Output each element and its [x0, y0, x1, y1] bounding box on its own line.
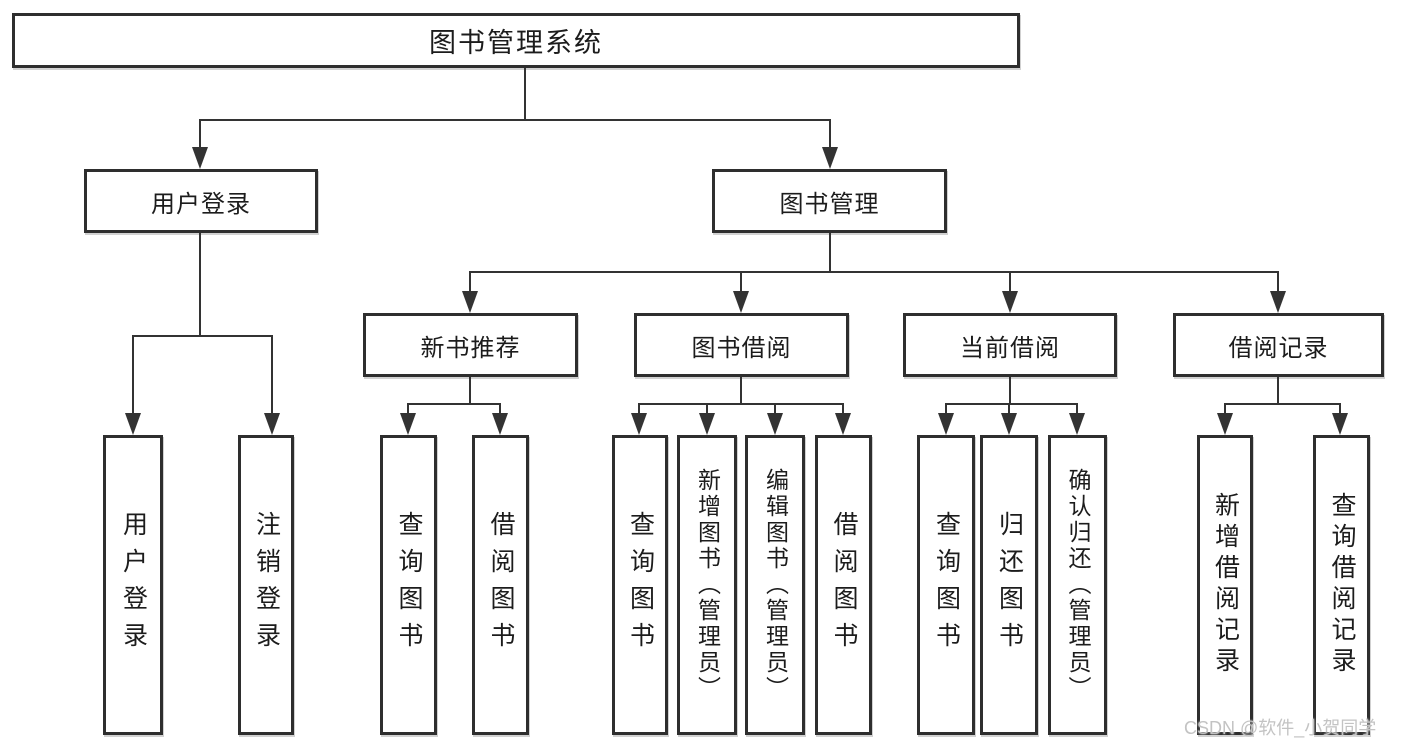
- leaf-return-books: 归还图书: [980, 435, 1038, 735]
- node-label: 借阅记录: [1228, 334, 1329, 362]
- node-label: 新书推荐: [420, 334, 521, 362]
- connector-line: [132, 335, 134, 415]
- node-book-borrowing: 图书借阅: [634, 313, 849, 377]
- connector-line: [407, 403, 501, 405]
- connector-line: [706, 403, 708, 415]
- connector-line: [199, 119, 201, 150]
- connector-line: [829, 119, 831, 150]
- node-current-borrowing: 当前借阅: [903, 313, 1117, 377]
- leaf-borrow-books-recommend: 借阅图书: [472, 435, 529, 735]
- leaf-add-borrow-record: 新增借阅记录: [1197, 435, 1253, 735]
- connector-line: [1277, 271, 1279, 293]
- arrow-down-icon: [400, 413, 416, 435]
- connector-line: [1008, 403, 1010, 415]
- arrow-down-icon: [1270, 291, 1286, 313]
- leaf-logout: 注销登录: [238, 435, 294, 735]
- connector-line: [132, 335, 273, 337]
- arrow-down-icon: [699, 413, 715, 435]
- connector-line: [1277, 377, 1279, 404]
- arrow-down-icon: [1002, 291, 1018, 313]
- connector-line: [407, 403, 409, 415]
- connector-line: [1224, 403, 1226, 415]
- arrow-down-icon: [822, 147, 838, 169]
- connector-line: [199, 233, 201, 336]
- arrow-down-icon: [1217, 413, 1233, 435]
- connector-line: [499, 403, 501, 415]
- connector-line: [199, 119, 831, 121]
- node-label: 用户登录: [119, 511, 148, 659]
- watermark: CSDN @软件_小贺同学: [1184, 718, 1377, 738]
- connector-line: [774, 403, 776, 415]
- node-label: 查询借阅记录: [1328, 492, 1356, 678]
- node-label: 查询图书: [626, 511, 655, 659]
- connector-line: [1009, 271, 1011, 293]
- node-label: 注销登录: [252, 511, 281, 659]
- node-label: 确认归还（管理员）: [1065, 468, 1091, 702]
- node-label: 图书借阅: [691, 334, 792, 362]
- arrow-down-icon: [462, 291, 478, 313]
- arrow-down-icon: [1001, 413, 1017, 435]
- arrow-down-icon: [125, 413, 141, 435]
- node-label: 用户登录: [151, 190, 251, 218]
- connector-line: [524, 68, 526, 120]
- connector-line: [1339, 403, 1341, 415]
- arrow-down-icon: [1069, 413, 1085, 435]
- connector-line: [945, 403, 1078, 405]
- arrow-down-icon: [835, 413, 851, 435]
- arrow-down-icon: [631, 413, 647, 435]
- node-label: 借阅图书: [830, 511, 858, 659]
- leaf-query-books-borrowing: 查询图书: [612, 435, 668, 735]
- connector-line: [829, 233, 831, 272]
- node-label: 借阅图书: [487, 511, 515, 659]
- node-user-login: 用户登录: [84, 169, 318, 233]
- arrow-down-icon: [733, 291, 749, 313]
- node-label: 图书管理: [779, 190, 880, 218]
- connector-line: [638, 403, 844, 405]
- node-label: 编辑图书（管理员）: [762, 468, 789, 702]
- node-label: 新增图书（管理员）: [694, 468, 721, 702]
- node-label: 图书管理系统: [429, 28, 603, 58]
- connector-line: [271, 335, 273, 415]
- arrow-down-icon: [938, 413, 954, 435]
- leaf-edit-books-admin: 编辑图书（管理员）: [745, 435, 805, 735]
- leaf-query-borrow-record: 查询借阅记录: [1313, 435, 1370, 735]
- arrow-down-icon: [767, 413, 783, 435]
- leaf-borrow-books: 借阅图书: [815, 435, 872, 735]
- leaf-confirm-return-admin: 确认归还（管理员）: [1048, 435, 1107, 735]
- arrow-down-icon: [264, 413, 280, 435]
- connector-line: [842, 403, 844, 415]
- arrow-down-icon: [1332, 413, 1348, 435]
- connector-line: [469, 271, 1279, 273]
- arrow-down-icon: [492, 413, 508, 435]
- leaf-query-books-current: 查询图书: [917, 435, 975, 735]
- connector-line: [1009, 377, 1011, 404]
- arrow-down-icon: [192, 147, 208, 169]
- connector-line: [469, 377, 471, 404]
- connector-line: [638, 403, 640, 415]
- node-label: 查询图书: [932, 511, 961, 659]
- leaf-add-books-admin: 新增图书（管理员）: [677, 435, 737, 735]
- connector-line: [740, 271, 742, 293]
- connector-line: [1076, 403, 1078, 415]
- connector-line: [469, 271, 471, 293]
- node-library-management-system: 图书管理系统: [12, 13, 1020, 68]
- node-label: 查询图书: [395, 511, 423, 659]
- leaf-query-books-recommend: 查询图书: [380, 435, 437, 735]
- node-new-book-recommend: 新书推荐: [363, 313, 578, 377]
- node-label: 当前借阅: [960, 334, 1060, 362]
- node-label: 归还图书: [995, 511, 1024, 659]
- node-borrowing-records: 借阅记录: [1173, 313, 1384, 377]
- connector-line: [1224, 403, 1341, 405]
- node-book-management: 图书管理: [712, 169, 947, 233]
- node-label: 新增借阅记录: [1211, 492, 1240, 678]
- connector-line: [740, 377, 742, 404]
- connector-line: [945, 403, 947, 415]
- leaf-user-login: 用户登录: [103, 435, 163, 735]
